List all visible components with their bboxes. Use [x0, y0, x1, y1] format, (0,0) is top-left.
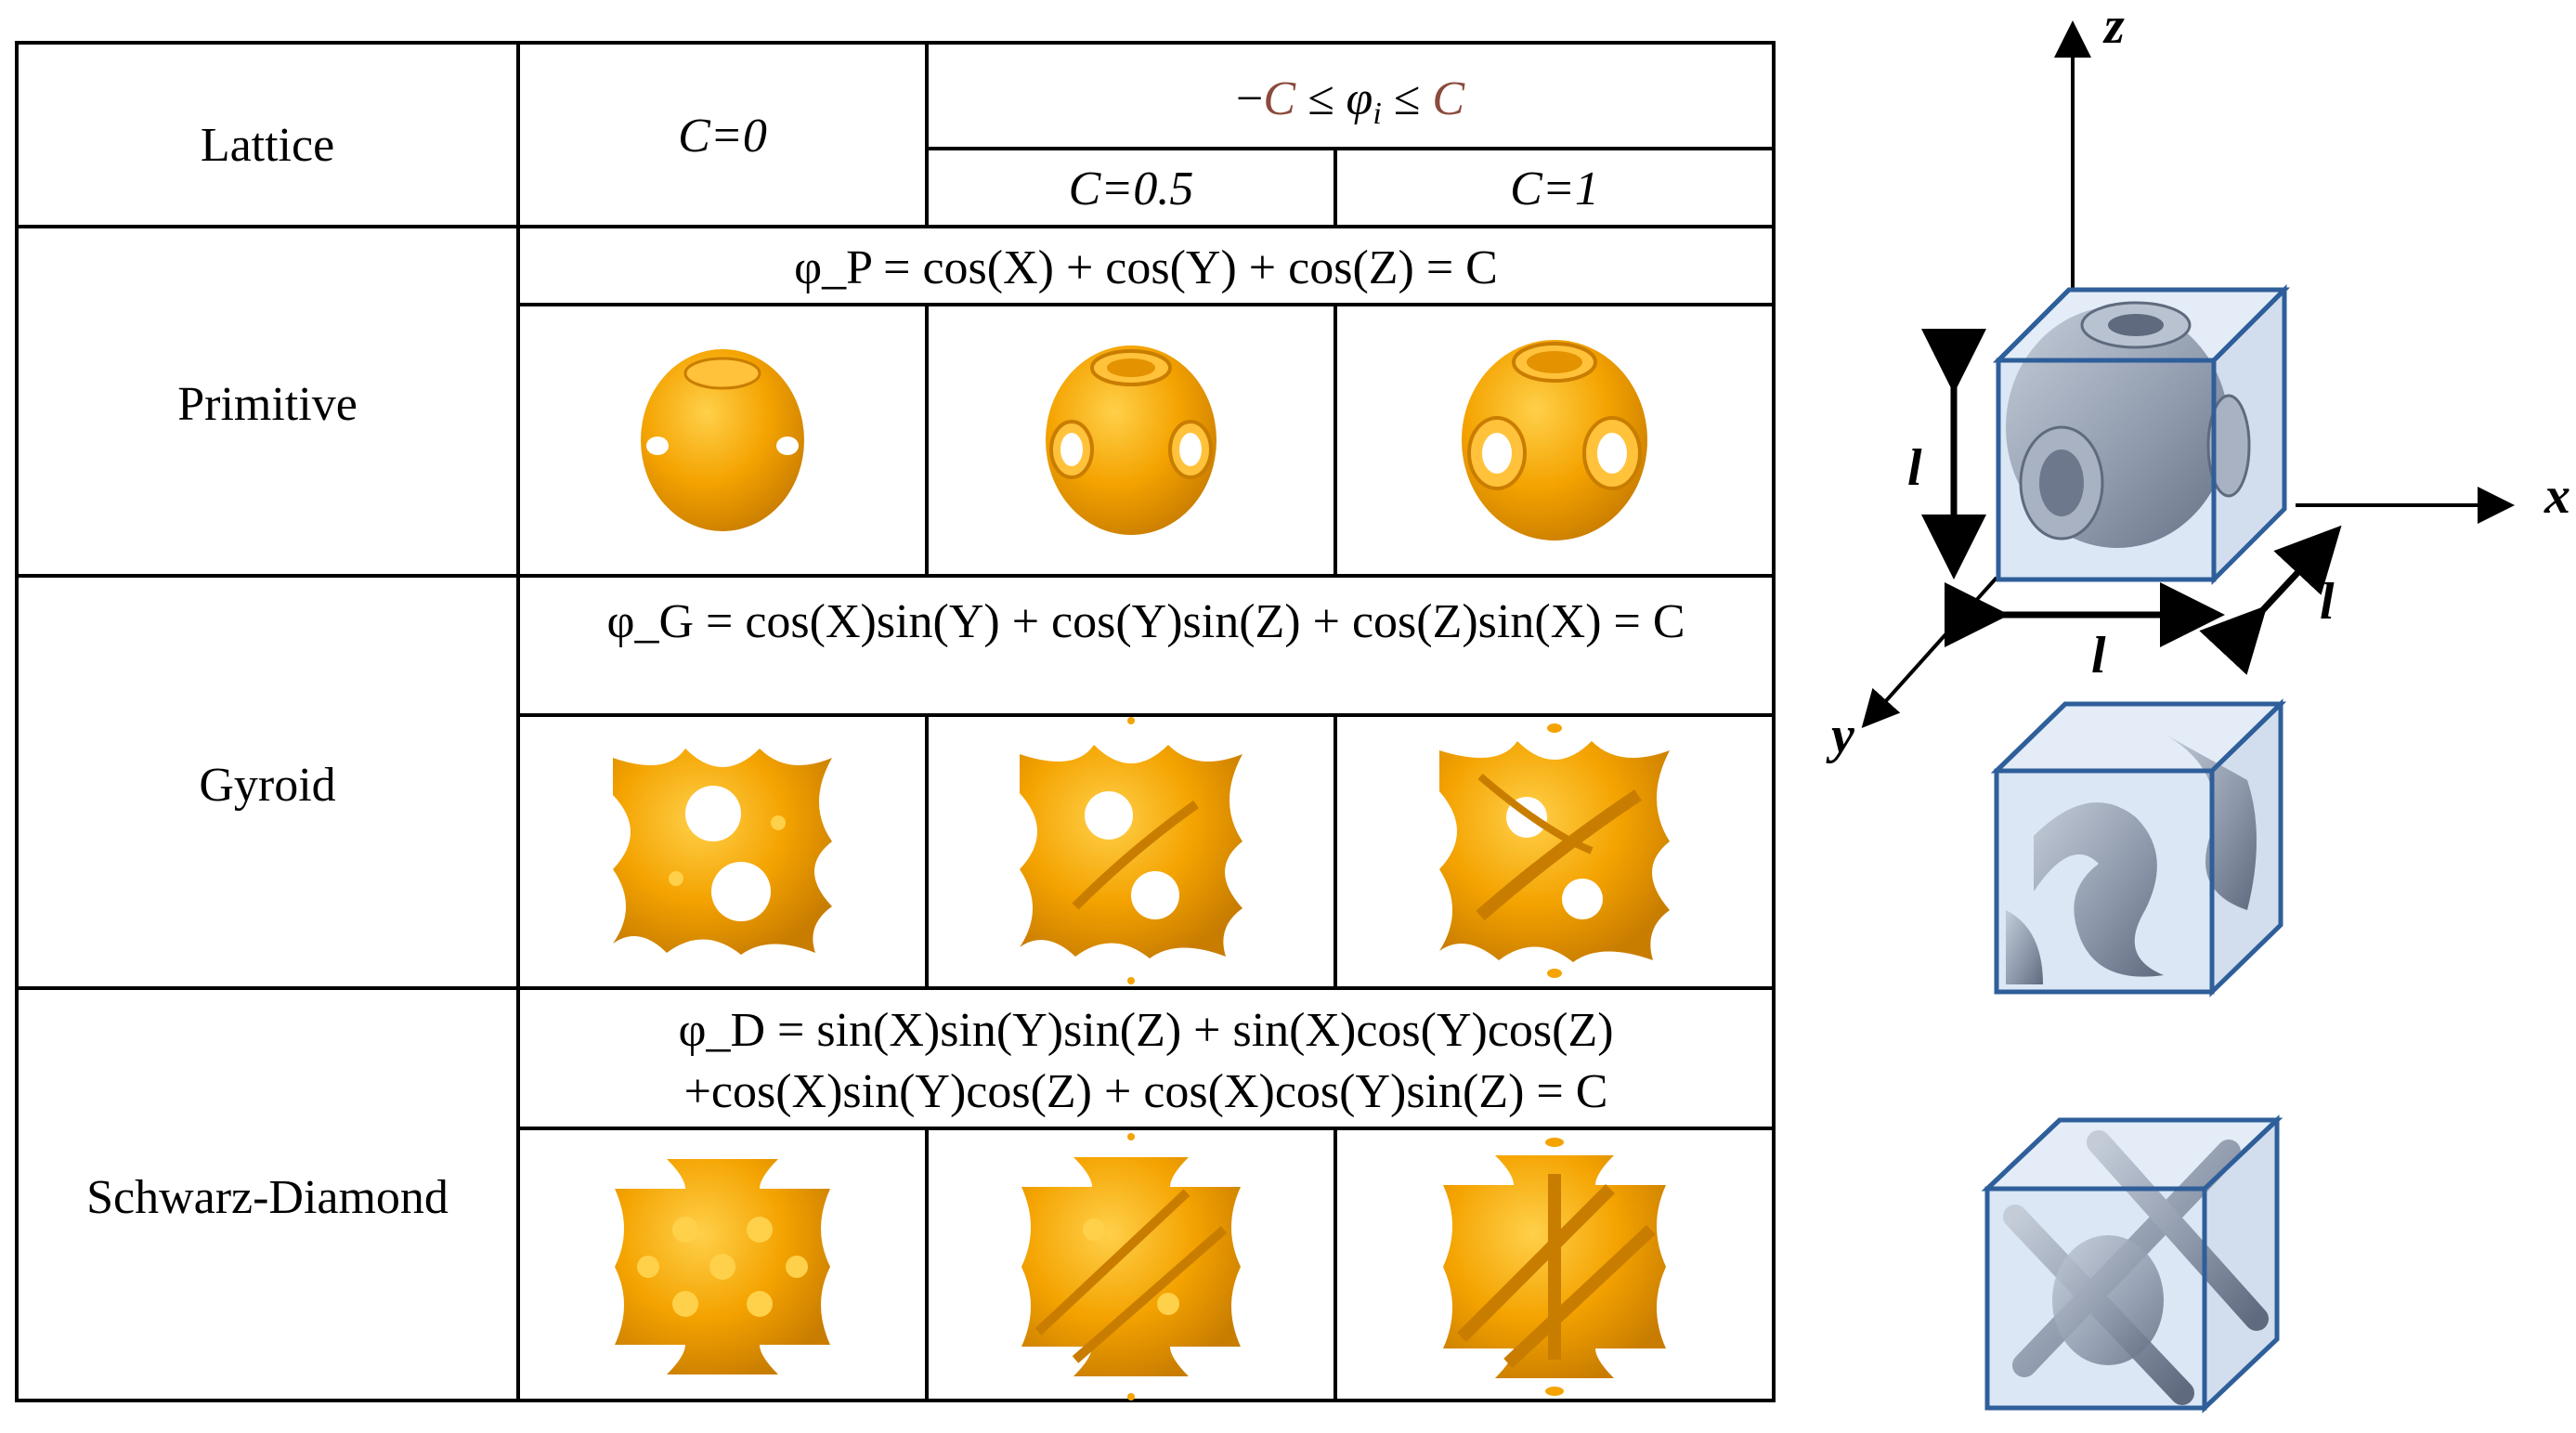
primitive-c0-image	[641, 349, 804, 531]
equation-diamond-line2: +cos(X)sin(Y)cos(Z) + cos(X)cos(Y)sin(Z)…	[684, 1065, 1608, 1118]
header-lattice: Lattice	[201, 119, 334, 172]
primitive-c05-image	[1046, 345, 1216, 535]
header-c-range: −C ≤ φi ≤ C	[1236, 72, 1465, 131]
equation-primitive: φ_P = cos(X) + cos(Y) + cos(Z) = C	[794, 241, 1498, 294]
primitive-c1-image	[1462, 340, 1647, 541]
header-c-one: C=1	[1510, 163, 1599, 215]
row-label-schwarz-diamond: Schwarz-Diamond	[86, 1171, 449, 1224]
row-label-gyroid: Gyroid	[199, 759, 335, 812]
diamond-c0-image	[615, 1159, 830, 1374]
diamond-c1-image	[1443, 1138, 1666, 1396]
gyroid-c1-image	[1439, 723, 1670, 978]
equation-gyroid: φ_G = cos(X)sin(Y) + cos(Y)sin(Z) + cos(…	[606, 595, 1685, 648]
table-grid	[15, 41, 1776, 1402]
header-c-half: C=0.5	[1069, 163, 1194, 215]
diamond-c05-image	[1021, 1133, 1241, 1400]
row-label-primitive: Primitive	[177, 378, 358, 431]
gyroid-c0-image	[613, 749, 832, 955]
gyroid-c05-image	[1020, 717, 1242, 984]
equation-diamond-line1: φ_D = sin(X)sin(Y)sin(Z) + sin(X)cos(Y)c…	[678, 1004, 1613, 1057]
header-c-zero: C=0	[678, 110, 767, 163]
